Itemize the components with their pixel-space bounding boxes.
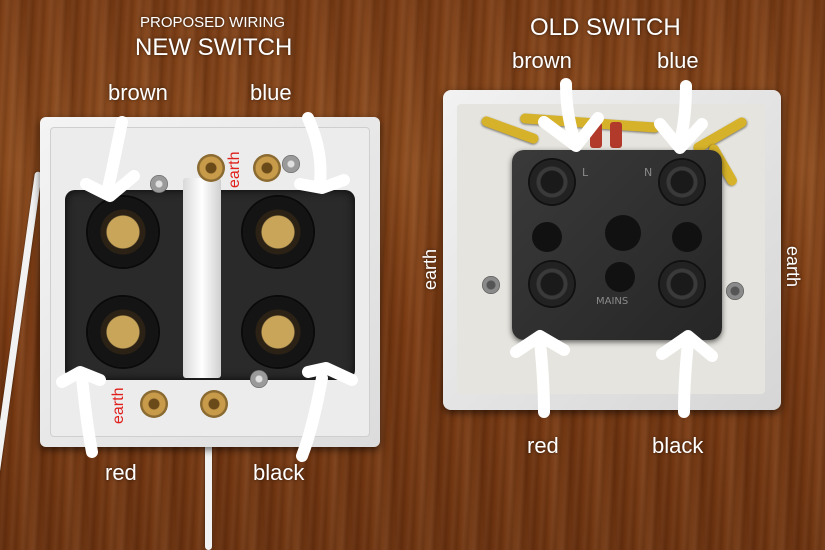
- arrow-new-brown-head: [80, 170, 140, 202]
- old-label-earth-left: earth: [420, 248, 440, 290]
- white-cable-bottom: [205, 440, 212, 550]
- arrow-new-brown: [102, 116, 128, 194]
- old-label-red: red: [527, 433, 559, 458]
- new-terminal-bottom-left: [88, 297, 158, 367]
- old-screw-left: [482, 276, 500, 294]
- new-switch-center-bar: [183, 178, 221, 378]
- old-embossed-l: L: [582, 166, 589, 179]
- new-switch-title: NEW SWITCH: [135, 34, 293, 61]
- new-screw-top-right: [282, 155, 300, 173]
- old-embossed-n: N: [644, 166, 653, 179]
- new-label-brown: brown: [108, 80, 168, 105]
- new-label-blue: blue: [250, 80, 292, 105]
- old-label-earth-right: earth: [783, 246, 803, 288]
- arrow-old-black-head: [656, 330, 718, 362]
- old-screw-right: [726, 282, 744, 300]
- new-earth-terminal-top-2: [253, 154, 281, 182]
- red-wire-tag-2: [610, 122, 622, 148]
- new-earth-terminal-bottom-1: [140, 390, 168, 418]
- old-label-blue: blue: [657, 48, 699, 73]
- old-terminal-bottom-left: [530, 262, 574, 306]
- arrow-new-red-head: [56, 366, 106, 388]
- arrow-new-red: [76, 372, 98, 458]
- old-hole-low-center: [605, 262, 635, 292]
- arrow-old-brown-head: [538, 112, 604, 152]
- new-label-black: black: [253, 460, 305, 485]
- old-hole-mid-left: [532, 222, 562, 252]
- old-label-brown: brown: [512, 48, 572, 73]
- new-terminal-top-right: [243, 197, 313, 267]
- arrow-old-red-head: [510, 330, 570, 358]
- old-hole-center: [605, 215, 641, 251]
- new-switch-subtitle: PROPOSED WIRING: [140, 14, 286, 31]
- old-terminal-top-right: [660, 160, 704, 204]
- old-hole-mid-right: [672, 222, 702, 252]
- new-label-earth-bottom: earth: [110, 387, 127, 424]
- arrow-old-blue: [674, 80, 692, 148]
- new-terminal-top-left: [88, 197, 158, 267]
- new-terminal-bottom-right: [243, 297, 313, 367]
- new-earth-terminal-top-1: [197, 154, 225, 182]
- arrow-new-blue: [302, 112, 327, 188]
- old-terminal-top-left: [530, 160, 574, 204]
- old-embossed-mains: MAINS: [596, 296, 629, 307]
- new-label-earth-top: earth: [226, 151, 243, 188]
- new-screw-bottom: [250, 370, 268, 388]
- old-label-black: black: [652, 433, 704, 458]
- old-terminal-bottom-right: [660, 262, 704, 306]
- new-earth-terminal-bottom-2: [200, 390, 228, 418]
- arrow-old-black: [678, 336, 694, 418]
- arrow-old-red: [534, 336, 550, 418]
- old-switch-title: OLD SWITCH: [530, 14, 681, 41]
- new-label-red: red: [105, 460, 137, 485]
- new-screw-top-left: [150, 175, 168, 193]
- arrow-new-blue-head: [294, 174, 350, 194]
- arrow-new-black-head: [302, 362, 358, 386]
- arrow-old-blue-head: [654, 118, 708, 154]
- arrow-old-brown: [560, 78, 580, 146]
- arrow-new-black: [296, 372, 328, 462]
